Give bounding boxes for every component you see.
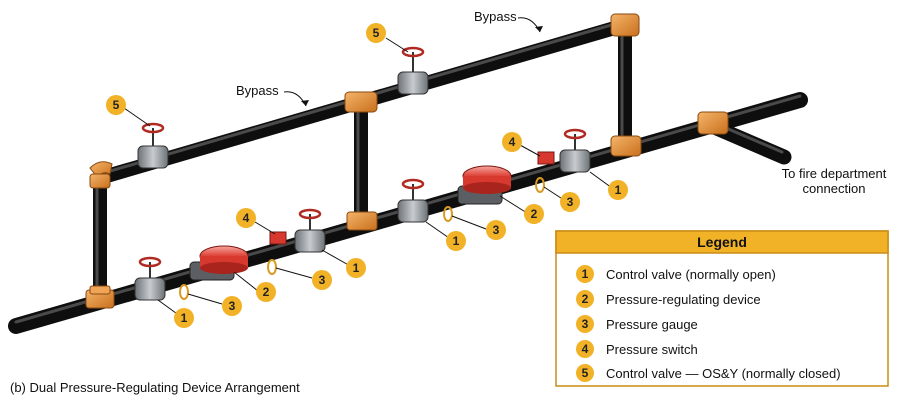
control-valve-a: [134, 256, 166, 301]
fitting-tee-bottom-right: [610, 135, 642, 157]
marker-5-top-text: 5: [373, 26, 380, 40]
marker-4-left: 4: [236, 208, 256, 228]
control-valve-c: [397, 178, 429, 223]
marker-5-left-text: 5: [113, 98, 120, 112]
legend-title: Legend: [697, 234, 747, 250]
fitting-tee-bottom-middle: [346, 211, 378, 231]
marker-1-b-text: 1: [353, 261, 360, 275]
marker-1-d: 1: [608, 180, 628, 200]
legend-item-4-text: Pressure switch: [606, 342, 698, 357]
figure-caption: (b) Dual Pressure-Regulating Device Arra…: [10, 380, 300, 395]
pressure-switch-left: [269, 231, 287, 245]
legend-item-1-number: 1: [582, 267, 589, 281]
legend-item-3-number: 3: [582, 317, 589, 331]
marker-2-left: 2: [256, 282, 276, 302]
fire-dept-label-line1: To fire department: [782, 166, 887, 181]
bypass-label-upper: Bypass: [474, 9, 543, 33]
marker-5-left: 5: [106, 95, 126, 115]
fitting-elbow-top-right: [610, 13, 640, 37]
marker-1-d-text: 1: [615, 183, 622, 197]
marker-4-right-text: 4: [509, 135, 516, 149]
marker-4-left-text: 4: [243, 211, 250, 225]
legend-item-3-text: Pressure gauge: [606, 317, 698, 332]
control-valve-d: [559, 128, 591, 173]
pressure-regulating-device-right: [457, 165, 512, 205]
marker-1-c: 1: [446, 231, 466, 251]
marker-3-c: 3: [486, 220, 506, 240]
legend-item-2-text: Pressure-regulating device: [606, 292, 761, 307]
marker-4-right: 4: [502, 132, 522, 152]
bypass-label-upper-text: Bypass: [474, 9, 517, 24]
marker-3-d: 3: [560, 192, 580, 212]
pressure-gauge-a: [179, 284, 189, 300]
marker-3-b-text: 3: [319, 273, 326, 287]
marker-2-right: 2: [524, 204, 544, 224]
legend-item-5-text: Control valve — OS&Y (normally closed): [606, 366, 841, 381]
marker-2-left-text: 2: [263, 285, 270, 299]
fitting-elbow-top-left: [89, 161, 113, 189]
marker-leaders: [123, 37, 613, 317]
marker-1-a: 1: [174, 308, 194, 328]
osy-valve-left: [137, 122, 169, 169]
legend-item-4-number: 4: [582, 342, 589, 356]
marker-2-right-text: 2: [531, 207, 538, 221]
marker-3-a-text: 3: [229, 299, 236, 313]
legend-item-4: 4 Pressure switch: [576, 340, 698, 358]
legend-item-3: 3 Pressure gauge: [576, 315, 698, 333]
pressure-switch-right: [537, 151, 555, 165]
fire-dept-label: To fire department connection: [782, 166, 887, 196]
legend-item-5: 5 Control valve — OS&Y (normally closed): [576, 364, 841, 382]
pressure-regulating-device-left: [189, 245, 249, 281]
marker-5-top: 5: [366, 23, 386, 43]
fitting-tee-bottom-left: [85, 285, 115, 309]
bypass-label-lower-text: Bypass: [236, 83, 279, 98]
legend-item-5-number: 5: [582, 366, 589, 380]
marker-1-b: 1: [346, 258, 366, 278]
legend-item-2: 2 Pressure-regulating device: [576, 290, 761, 308]
pressure-gauge-d: [535, 177, 545, 193]
osy-valve-top: [397, 46, 429, 95]
marker-1-a-text: 1: [181, 311, 188, 325]
fitting-tee-top-middle: [344, 91, 378, 113]
marker-3-a: 3: [222, 296, 242, 316]
marker-3-d-text: 3: [567, 195, 574, 209]
marker-3-c-text: 3: [493, 223, 500, 237]
legend-item-1-text: Control valve (normally open): [606, 267, 776, 282]
legend: Legend 1 Control valve (normally open) 2…: [555, 230, 889, 387]
pressure-gauge-c: [443, 206, 453, 222]
marker-1-c-text: 1: [453, 234, 460, 248]
marker-3-b: 3: [312, 270, 332, 290]
legend-item-1: 1 Control valve (normally open): [576, 265, 776, 283]
pressure-gauge-b: [267, 259, 277, 275]
legend-item-2-number: 2: [582, 292, 589, 306]
fire-dept-label-line2: connection: [803, 181, 866, 196]
bypass-label-lower: Bypass: [236, 83, 309, 107]
fitting-tee-fire-dept: [697, 111, 729, 135]
control-valve-b: [294, 208, 326, 253]
